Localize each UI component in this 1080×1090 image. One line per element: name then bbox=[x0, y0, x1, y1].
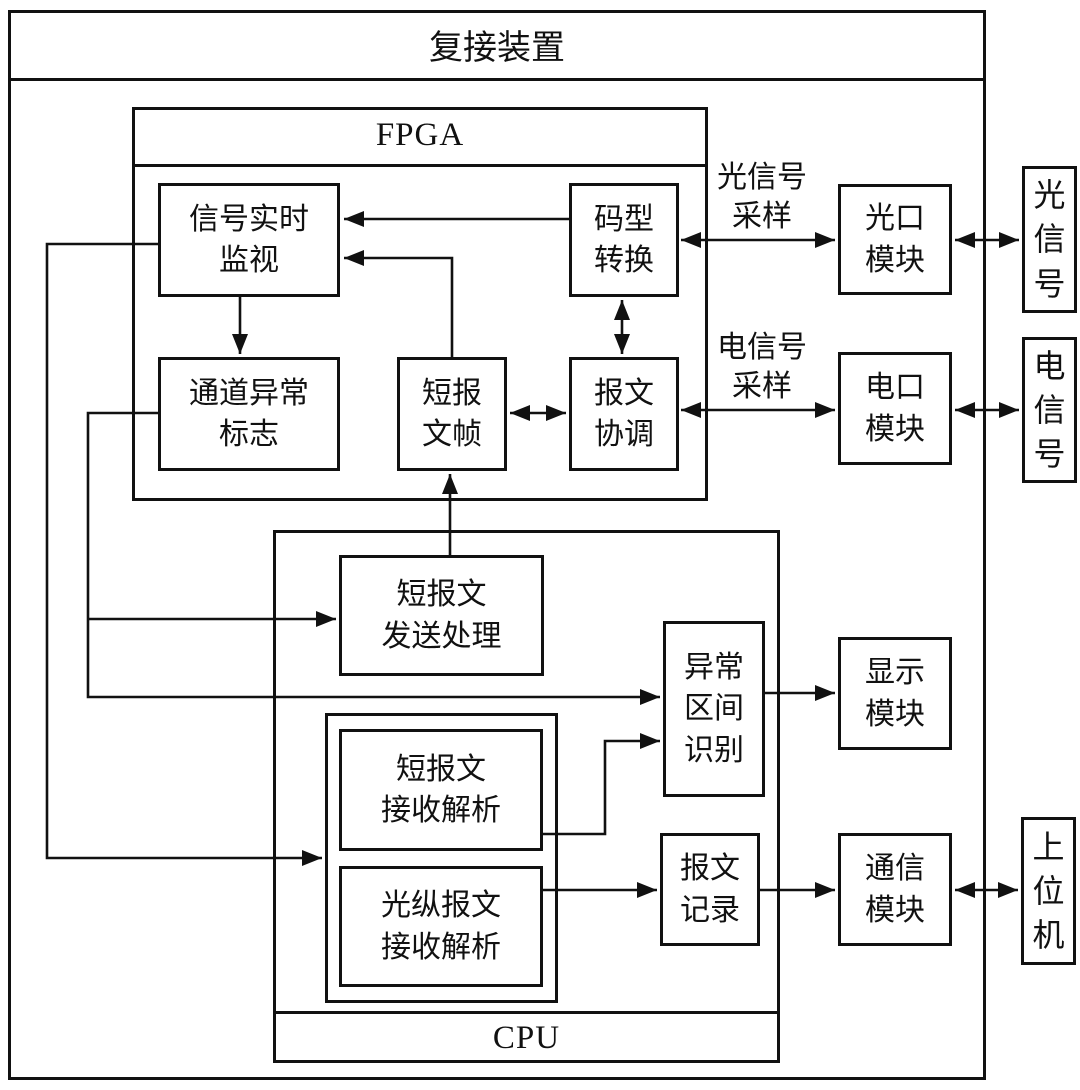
box-electrical-port-line1: 电口 bbox=[865, 371, 925, 405]
box-abnormal-interval: 异常 区间 识别 bbox=[663, 621, 765, 797]
box-abnormal-interval-line2: 区间 bbox=[684, 692, 744, 726]
label-optical-sampling: 光信号 采样 bbox=[692, 152, 832, 236]
cpu-box bbox=[273, 530, 780, 1063]
box-short-msg-frame-line1: 短报 bbox=[422, 376, 482, 410]
label-electrical-sampling-line1: 电信号 bbox=[717, 331, 807, 364]
box-code-convert-line1: 码型 bbox=[594, 202, 654, 236]
box-abnormal-interval-line3: 识别 bbox=[684, 733, 744, 767]
box-msg-record: 报文 记录 bbox=[660, 833, 760, 946]
box-code-convert: 码型 转换 bbox=[569, 183, 679, 297]
box-signal-monitor-line1: 信号实时 bbox=[189, 202, 309, 236]
box-optical-signal-char2: 信 bbox=[1033, 221, 1066, 258]
box-host-computer-char2: 位 bbox=[1032, 872, 1065, 909]
box-msg-record-line2: 记录 bbox=[680, 893, 740, 927]
box-msg-coordinate: 报文 协调 bbox=[569, 357, 679, 471]
box-msg-record-line1: 报文 bbox=[680, 852, 740, 886]
box-display-module-line1: 显示 bbox=[865, 656, 925, 690]
box-display-module: 显示 模块 bbox=[838, 637, 952, 750]
box-short-msg-frame-line2: 文帧 bbox=[422, 418, 482, 451]
box-optical-port-line2: 模块 bbox=[865, 243, 925, 277]
box-optical-msg-recv-line1: 光纵报文 bbox=[381, 889, 501, 923]
box-channel-flag-line1: 通道异常 bbox=[189, 376, 309, 410]
box-optical-msg-recv: 光纵报文 接收解析 bbox=[339, 866, 543, 987]
box-code-convert-line2: 转换 bbox=[594, 244, 654, 277]
box-short-msg-send: 短报文 发送处理 bbox=[339, 555, 544, 676]
box-electrical-signal-char3: 号 bbox=[1033, 436, 1066, 473]
box-signal-monitor: 信号实时 监视 bbox=[158, 183, 340, 297]
box-short-msg-send-line2: 发送处理 bbox=[381, 619, 502, 653]
box-optical-signal-char3: 号 bbox=[1033, 265, 1066, 302]
receive-parse-container bbox=[325, 713, 558, 1003]
box-host-computer-char3: 机 bbox=[1032, 917, 1065, 954]
label-electrical-sampling: 电信号 采样 bbox=[692, 322, 832, 406]
box-host-computer-char1: 上 bbox=[1032, 828, 1065, 865]
box-electrical-port-line2: 模块 bbox=[865, 412, 925, 446]
box-optical-port-line1: 光口 bbox=[865, 202, 925, 236]
label-electrical-sampling-line2: 采样 bbox=[732, 370, 792, 403]
cpu-label-strip: CPU bbox=[273, 1011, 780, 1063]
box-short-msg-send-line1: 短报文 bbox=[396, 578, 487, 612]
box-signal-monitor-line2: 监视 bbox=[219, 244, 279, 277]
box-comm-module-line1: 通信 bbox=[865, 852, 925, 886]
label-optical-sampling-line1: 光信号 bbox=[717, 161, 807, 194]
box-short-msg-recv: 短报文 接收解析 bbox=[339, 729, 543, 851]
box-abnormal-interval-line1: 异常 bbox=[684, 650, 744, 684]
box-optical-port-module: 光口 模块 bbox=[838, 184, 952, 295]
box-optical-msg-recv-line2: 接收解析 bbox=[381, 930, 501, 964]
fpga-box bbox=[132, 107, 708, 501]
box-channel-flag-line2: 标志 bbox=[219, 418, 279, 451]
box-electrical-signal-char2: 信 bbox=[1033, 391, 1066, 428]
box-short-msg-frame: 短报 文帧 bbox=[397, 357, 507, 471]
box-electrical-port-module: 电口 模块 bbox=[838, 352, 952, 465]
box-comm-module: 通信 模块 bbox=[838, 833, 952, 946]
device-box bbox=[8, 10, 986, 1080]
box-electrical-signal-char1: 电 bbox=[1033, 347, 1066, 384]
fpga-label: FPGA bbox=[375, 117, 465, 153]
box-electrical-signal: 电 信 号 bbox=[1022, 337, 1077, 483]
label-optical-sampling-line2: 采样 bbox=[732, 200, 792, 233]
box-msg-coordinate-line2: 协调 bbox=[594, 418, 654, 451]
box-msg-coordinate-line1: 报文 bbox=[594, 376, 654, 410]
box-short-msg-recv-line2: 接收解析 bbox=[381, 794, 501, 827]
box-host-computer: 上 位 机 bbox=[1021, 817, 1076, 965]
box-optical-signal: 光 信 号 bbox=[1022, 166, 1077, 313]
device-title: 复接装置 bbox=[429, 29, 565, 67]
cpu-label: CPU bbox=[492, 1020, 561, 1056]
box-channel-flag: 通道异常 标志 bbox=[158, 357, 340, 471]
device-title-strip: 复接装置 bbox=[8, 10, 986, 81]
fpga-label-strip: FPGA bbox=[132, 107, 708, 167]
box-short-msg-recv-line1: 短报文 bbox=[396, 752, 486, 786]
box-comm-module-line2: 模块 bbox=[865, 893, 925, 927]
box-optical-signal-char1: 光 bbox=[1033, 177, 1066, 214]
box-display-module-line2: 模块 bbox=[865, 697, 925, 731]
